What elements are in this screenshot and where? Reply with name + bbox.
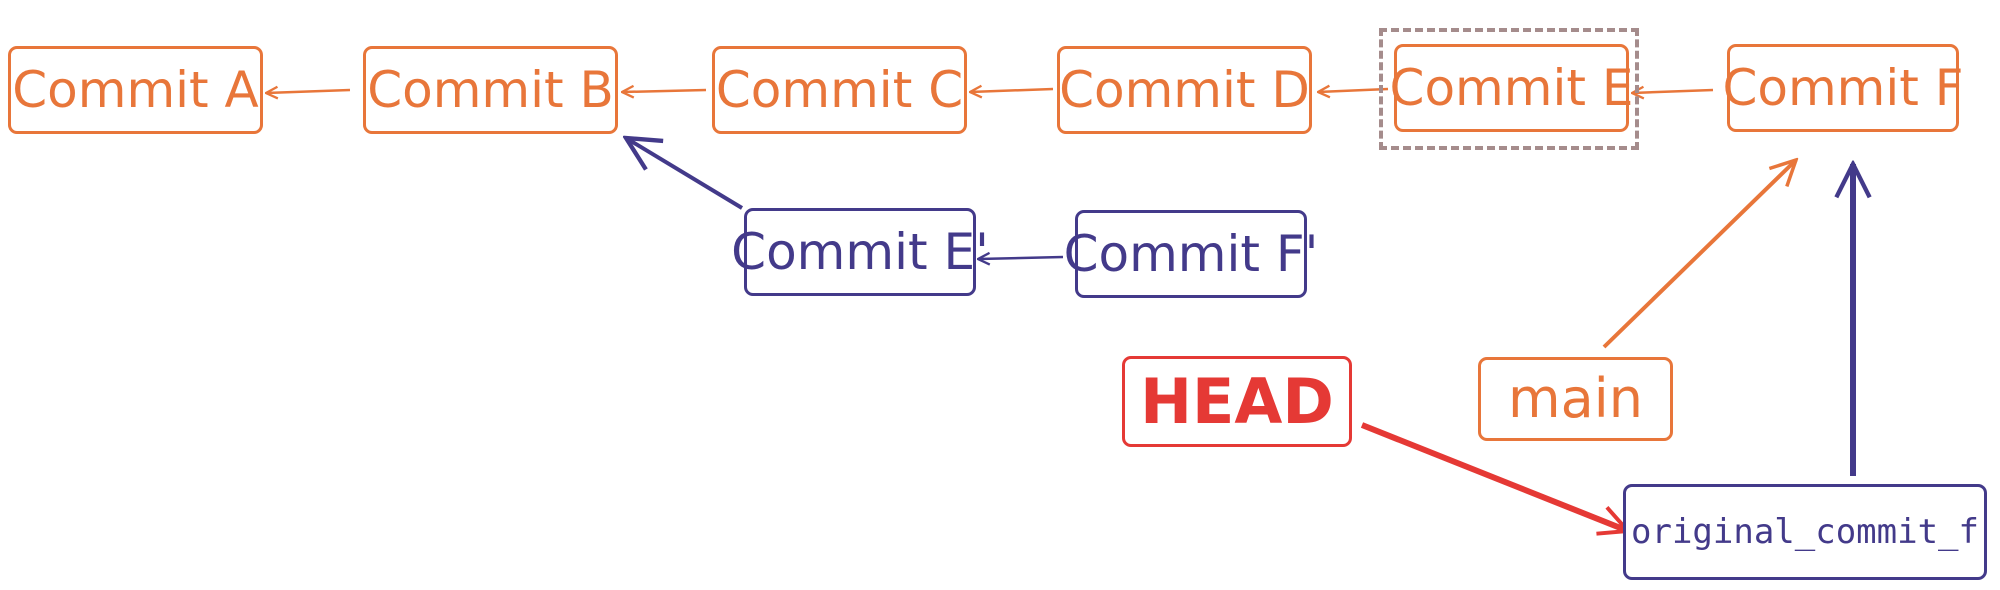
arrow-e-prime-to-b [626, 138, 744, 210]
original-commit-f-box: original_commit_f [1623, 484, 1987, 580]
commit-c-label: Commit C [715, 61, 964, 119]
main-branch-box: main [1478, 357, 1673, 441]
selected-commit-frame [1379, 28, 1639, 150]
commit-a-box: Commit A [8, 46, 263, 134]
commit-e-prime-label: Commit E' [731, 223, 989, 281]
original-commit-f-label: original_commit_f [1631, 512, 1979, 552]
commit-f-prime-box: Commit F' [1064, 210, 1318, 298]
commit-d-box: Commit D [1057, 46, 1312, 134]
commit-f-prime-label: Commit F' [1063, 225, 1319, 283]
arrow-main-to-f [1602, 160, 1796, 349]
head-ref-label: HEAD [1140, 364, 1334, 438]
arrow-f-to-e [1632, 90, 1714, 93]
arrow-b-to-a [266, 90, 351, 93]
commit-b-label: Commit B [367, 61, 614, 119]
commit-e-box: Commit E [1390, 44, 1633, 132]
commit-f-label: Commit F [1722, 59, 1964, 117]
commit-e-label: Commit E [1389, 59, 1634, 117]
commit-a-label: Commit A [12, 61, 259, 119]
commit-e-prime-box: Commit E' [731, 208, 989, 296]
head-ref-box: HEAD [1122, 356, 1352, 447]
arrow-head-to-original-commit-f [1360, 422, 1628, 531]
arrow-f-prime-to-e-prime [978, 257, 1064, 259]
commit-f-box: Commit F [1722, 44, 1964, 132]
commit-c-box: Commit C [712, 46, 967, 134]
main-branch-label: main [1508, 367, 1643, 430]
arrow-e-to-d [1318, 89, 1389, 92]
commit-b-box: Commit B [363, 46, 618, 134]
arrow-c-to-b [622, 90, 707, 92]
commit-d-label: Commit D [1059, 61, 1310, 119]
arrow-d-to-c [970, 89, 1054, 92]
